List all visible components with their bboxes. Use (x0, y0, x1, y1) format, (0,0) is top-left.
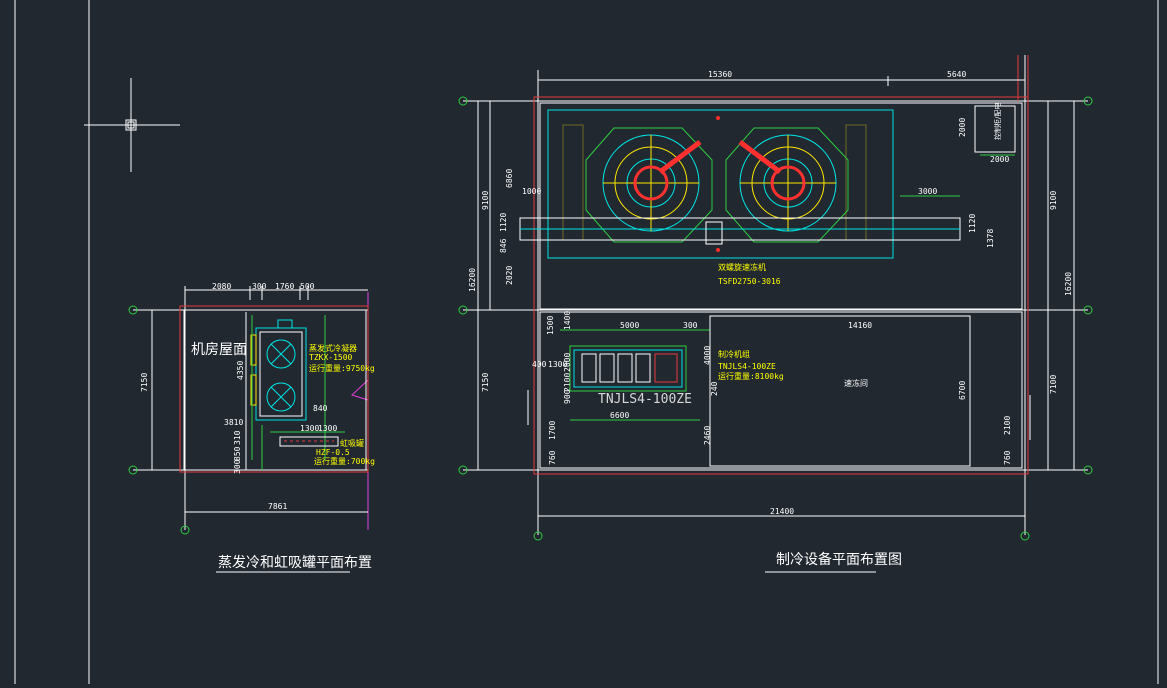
left-bottom-dim: 7861 (268, 502, 287, 511)
condenser-model: TZKX-1500 (309, 353, 353, 362)
right-inner-dim-17: 2000 (563, 353, 572, 372)
right-right-dim-1: 9100 (1049, 191, 1058, 210)
fan-icon (266, 382, 296, 412)
siphon-model: HZF-0.5 (316, 448, 350, 457)
right-right-dim-2: 16200 (1064, 272, 1073, 296)
right-inner-dim-13: 4000 (703, 346, 712, 365)
left-inner-dim-2: 1300 (300, 424, 319, 433)
right-building-wall (533, 96, 1029, 475)
refrigeration-unit[interactable] (569, 345, 687, 392)
right-plan-title: 制冷设备平面布置图 (776, 551, 902, 568)
right-inner-dim-19: 6600 (610, 411, 629, 420)
right-inner-dim-1: 1000 (522, 187, 541, 196)
left-top-dim-1: 2080 (212, 282, 231, 291)
left-top-dim-3: 1760 (275, 282, 294, 291)
siphon-weight: 运行重量:700kg (314, 456, 375, 466)
left-top-dim-4: 500 (300, 282, 315, 291)
chiller-name: 制冷机组 (718, 349, 750, 359)
spiral-drum-icon (770, 165, 806, 201)
crosshair-cursor-icon (84, 78, 180, 172)
axis-bubble-2 (1020, 531, 1030, 541)
chiller-model: TNJLS4-100ZE (718, 362, 776, 371)
spiral-drum-icon (633, 165, 669, 201)
right-left-dim-12: 760 (548, 450, 557, 465)
left-plan-title: 蒸发冷和虹吸罐平面布置 (218, 555, 372, 571)
left-side-dim-5: 300 (233, 459, 242, 474)
axis-bubble-c-right (1083, 96, 1093, 106)
left-side-dim-4: 850 (233, 446, 242, 461)
left-side-dim-2: 3810 (224, 418, 243, 427)
axis-bubble-b-right (1083, 305, 1093, 315)
evaporative-condenser[interactable] (250, 315, 326, 460)
left-inner-dim-3: 1300 (318, 424, 337, 433)
freezer-name: 双螺旋速冻机 (718, 262, 766, 272)
right-plan: 15360 5640 9100 16200 7150 6860 1120 846… (458, 55, 1093, 573)
condenser-name: 蒸发式冷凝器 (309, 343, 357, 353)
axis-bubble-c (458, 96, 468, 106)
right-left-dim-7: 2020 (505, 266, 514, 285)
condenser-weight: 运行重量:9750kg (309, 363, 375, 373)
right-left-dim-9: 1400 (563, 311, 572, 330)
right-inner-dim-4: 1378 (986, 229, 995, 248)
fan-icon (266, 339, 296, 369)
right-bottom-dim: 21400 (770, 507, 794, 516)
double-spiral-freezer[interactable] (519, 109, 961, 259)
right-inner-dim-2: 3000 (918, 187, 937, 196)
axis-bubble-b (458, 305, 468, 315)
siphon-tank[interactable] (261, 425, 345, 470)
right-inner-dim-12: 760 (1003, 450, 1012, 465)
right-inner-dim-16: 1300 (548, 360, 567, 369)
chiller-big-label: TNJLS4-100ZE (598, 392, 692, 407)
right-left-dim-3: 7150 (481, 373, 490, 392)
left-top-dim-2: 300 (252, 282, 267, 291)
right-left-dim-1: 9100 (481, 191, 490, 210)
axis-bubble-1 (533, 531, 543, 541)
freezer-model: TSFD2750-3016 (718, 277, 781, 286)
left-plan: 7150 2080 300 1760 500 7861 机房屋面 4350 38… (128, 282, 375, 573)
right-inner-dim-14: 2460 (703, 426, 712, 445)
left-room-wall (179, 305, 369, 473)
axis-bubble-b (128, 305, 138, 315)
right-top-dim-1: 15360 (708, 70, 732, 79)
right-inner-dim-20: 240 (710, 381, 719, 396)
right-right-dim-3: 7100 (1049, 375, 1058, 394)
right-inner-dim-7: 5000 (620, 321, 639, 330)
left-side-dim-1: 4350 (236, 361, 245, 380)
right-left-dim-11: 1700 (548, 421, 557, 440)
right-left-dim-4: 6860 (505, 169, 514, 188)
freezer-room-label: 速冻间 (844, 378, 868, 388)
left-side-dim-3: 310 (233, 430, 242, 445)
axis-bubble-a (128, 465, 138, 475)
right-inner-dim-3: 1120 (968, 214, 977, 233)
axis-bubble-1 (180, 525, 190, 535)
right-inner-dim-8: 300 (683, 321, 698, 330)
right-top-dim-2: 5640 (947, 70, 966, 79)
annex-room (974, 105, 1016, 153)
right-inner-dim-5: 2000 (958, 118, 967, 137)
right-inner-dim-15: 400 (532, 360, 547, 369)
right-inner-dim-6: 2000 (990, 155, 1009, 164)
right-inner-dim-9: 14160 (848, 321, 872, 330)
right-left-dim-2: 16200 (468, 268, 477, 292)
chiller-weight: 运行重量:8100kg (718, 371, 784, 381)
annex-label: 控制柜/配电 (993, 103, 1002, 140)
right-inner-dim-11: 2100 (1003, 416, 1012, 435)
right-left-dim-6: 846 (499, 238, 508, 253)
right-left-dim-8: 1500 (546, 316, 555, 335)
axis-bubble-a-right (1083, 465, 1093, 475)
right-inner-dim-10: 6700 (958, 381, 967, 400)
right-inner-dim-18: 900 (563, 389, 572, 404)
axis-bubble-a (458, 465, 468, 475)
left-inner-dim-1: 840 (313, 404, 328, 413)
siphon-name: 虹吸罐 (340, 438, 364, 448)
left-dim-vertical: 7150 (140, 373, 149, 392)
left-room-label: 机房屋面 (191, 342, 247, 358)
right-left-dim-5: 1120 (499, 213, 508, 232)
right-left-dim-10: 2100 (563, 373, 572, 392)
